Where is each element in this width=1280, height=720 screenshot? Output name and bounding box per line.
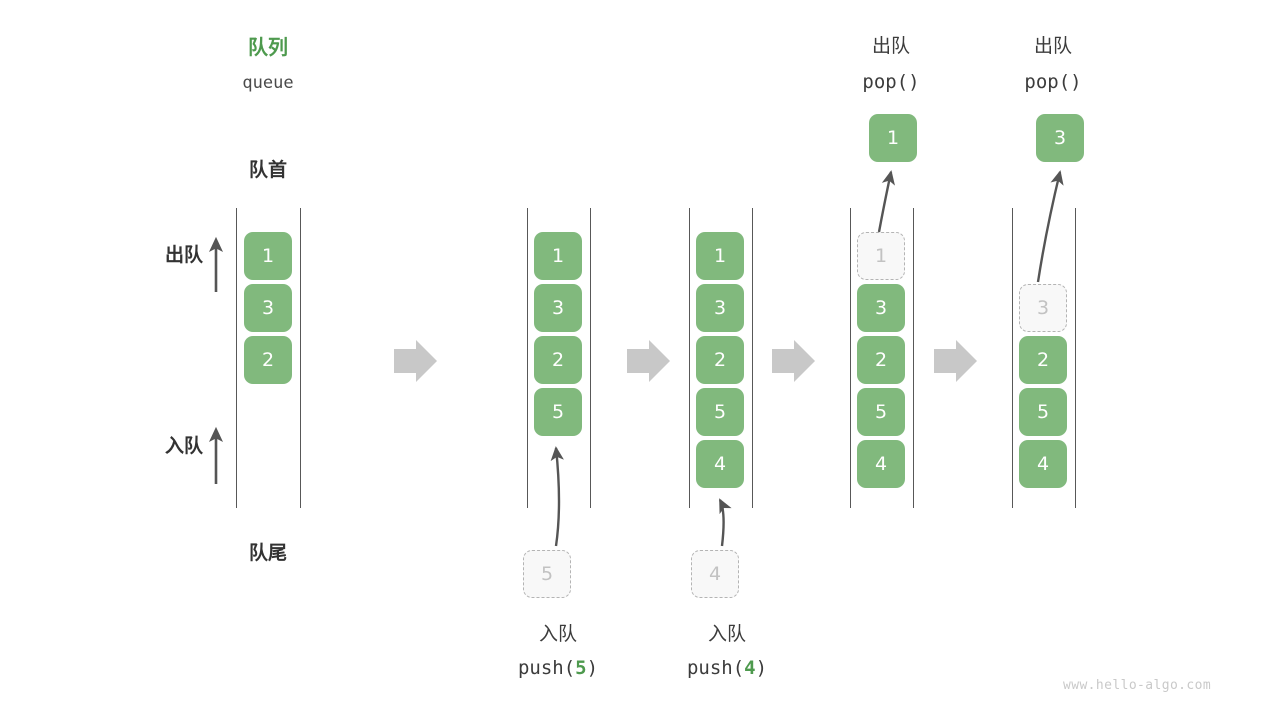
queue-cell[interactable]: 2 [534, 336, 582, 384]
push-caption-cn-1: 入队 [538, 623, 578, 645]
popped-ghost-cell: 1 [857, 232, 905, 280]
watermark: www.hello-algo.com [1063, 678, 1212, 693]
queue-rail-right-1 [300, 208, 301, 508]
queue-cell[interactable]: 5 [534, 388, 582, 436]
queue-tail-label: 队尾 [248, 542, 288, 564]
pop-fn-name-1: pop( [862, 71, 909, 93]
pop-caption-cn-1: 出队 [871, 35, 911, 57]
queue-cell[interactable]: 4 [857, 440, 905, 488]
queue-rail-left-3 [689, 208, 690, 508]
queue-cell[interactable]: 2 [1019, 336, 1067, 384]
step-arrow [627, 340, 670, 382]
queue-cell[interactable]: 2 [696, 336, 744, 384]
queue-cell[interactable]: 1 [244, 232, 292, 280]
pop-arrow-3 [1036, 170, 1064, 283]
push-caption-code-1: push(5) [518, 656, 598, 681]
popped-ghost-cell: 3 [1019, 284, 1067, 332]
queue-rail-left-1 [236, 208, 237, 508]
outgoing-cell[interactable]: 1 [869, 114, 917, 162]
push-fn-name-2: push( [686, 657, 745, 679]
diagram-title-en: queue [242, 73, 294, 93]
outgoing-cell[interactable]: 3 [1036, 114, 1084, 162]
queue-head-label: 队首 [248, 159, 288, 181]
queue-cell[interactable]: 4 [1019, 440, 1067, 488]
step-arrow [394, 340, 437, 382]
pop-arrow-1 [877, 170, 895, 233]
pop-caption-cn-2: 出队 [1033, 35, 1073, 57]
side-label-push: 入队 [164, 435, 203, 457]
queue-rail-left-4 [850, 208, 851, 508]
queue-cell[interactable]: 4 [696, 440, 744, 488]
queue-rail-right-5 [1075, 208, 1076, 508]
queue-cell[interactable]: 5 [857, 388, 905, 436]
pop-caption-code-1: pop() [862, 70, 919, 95]
push-fn-name-1: push( [517, 657, 576, 679]
queue-cell[interactable]: 3 [696, 284, 744, 332]
queue-rail-right-3 [752, 208, 753, 508]
pop-paren-1: ) [908, 71, 920, 93]
queue-rail-left-5 [1012, 208, 1013, 508]
pop-fn-name-2: pop( [1024, 71, 1071, 93]
queue-cell[interactable]: 1 [534, 232, 582, 280]
queue-cell[interactable]: 3 [857, 284, 905, 332]
push-arrow-5 [550, 446, 564, 547]
queue-rail-right-4 [913, 208, 914, 508]
queue-cell[interactable]: 2 [244, 336, 292, 384]
queue-cell[interactable]: 5 [696, 388, 744, 436]
queue-rail-left-2 [527, 208, 528, 508]
push-paren-1: ) [586, 657, 599, 679]
push-arrow-4 [718, 498, 732, 547]
incoming-ghost-cell: 5 [523, 550, 571, 598]
push-arg-2: 4 [744, 657, 756, 679]
queue-cell[interactable]: 1 [696, 232, 744, 280]
queue-cell[interactable]: 2 [857, 336, 905, 384]
push-caption-code-2: push(4) [687, 656, 767, 681]
step-arrow [934, 340, 977, 382]
queue-cell[interactable]: 3 [534, 284, 582, 332]
side-label-pop: 出队 [164, 244, 203, 266]
step-arrow [772, 340, 815, 382]
pop-paren-2: ) [1070, 71, 1082, 93]
queue-cell[interactable]: 5 [1019, 388, 1067, 436]
push-paren-2: ) [755, 657, 768, 679]
queue-cell[interactable]: 3 [244, 284, 292, 332]
push-arg-1: 5 [575, 657, 587, 679]
pop-caption-code-2: pop() [1024, 70, 1081, 95]
queue-rail-right-2 [590, 208, 591, 508]
incoming-ghost-cell: 4 [691, 550, 739, 598]
diagram-title-cn: 队列 [248, 35, 288, 59]
push-caption-cn-2: 入队 [707, 623, 747, 645]
